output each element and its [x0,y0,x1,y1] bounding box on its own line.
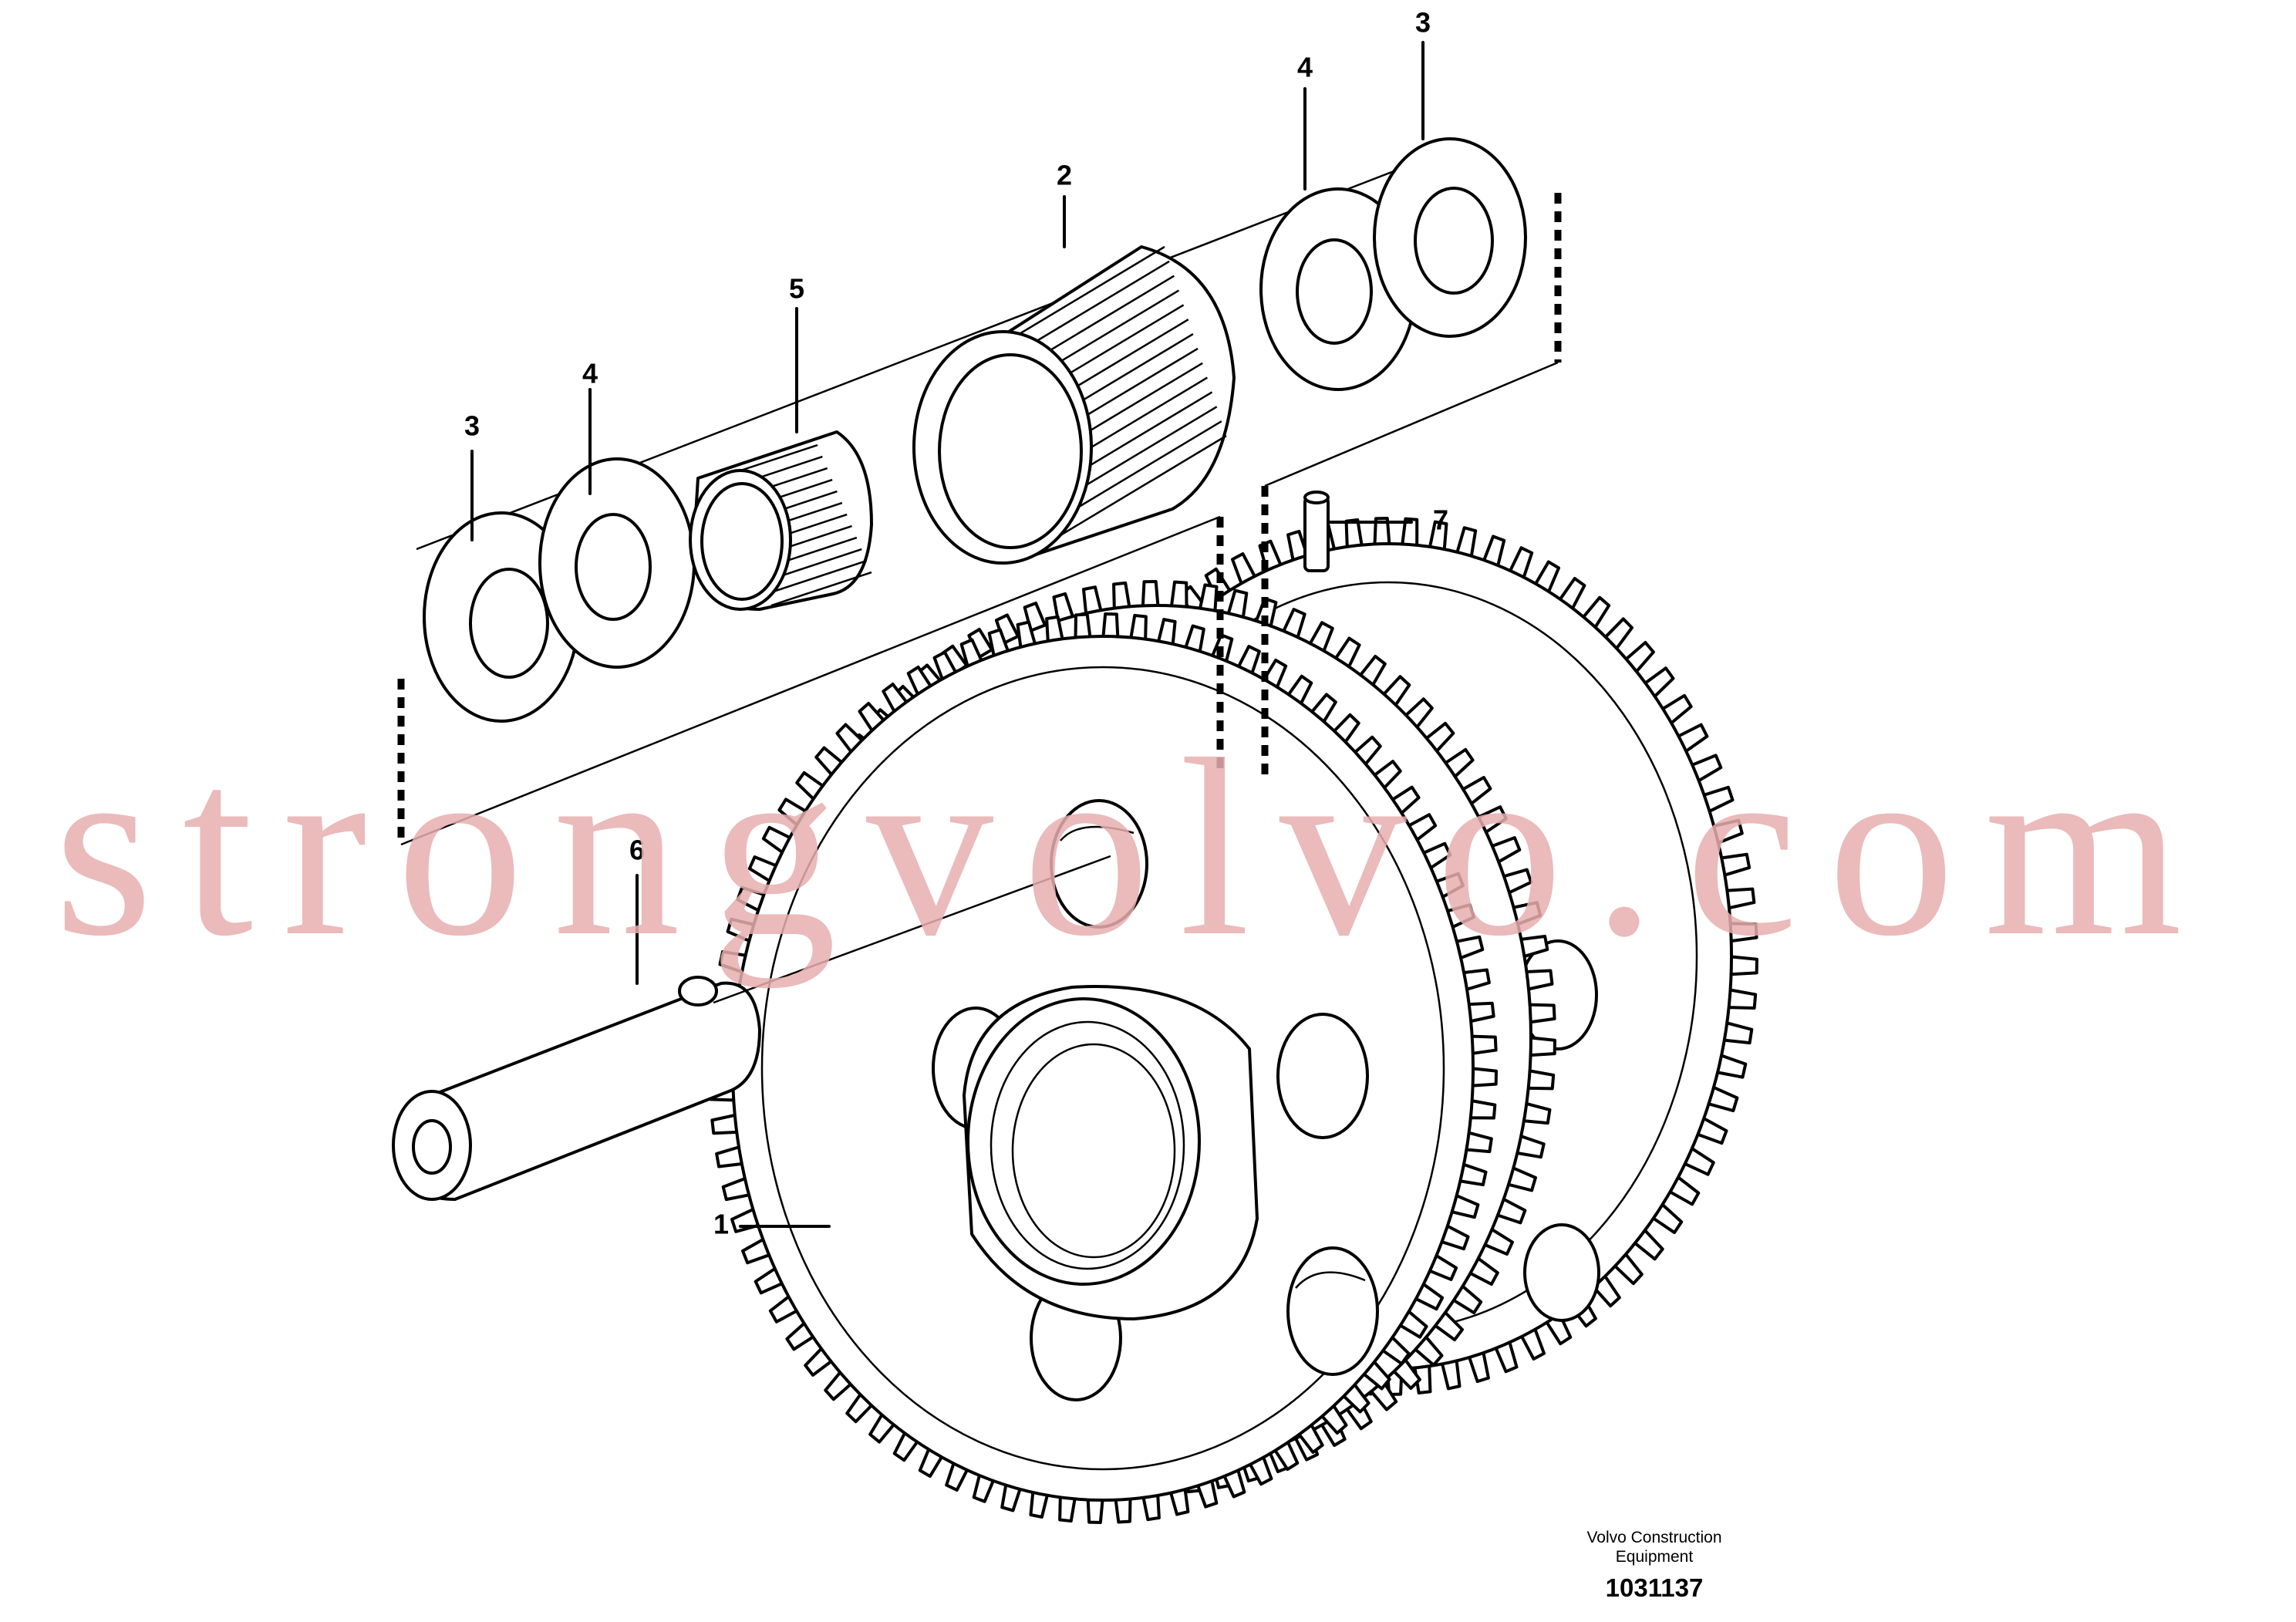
front-gear [708,612,1498,1524]
callout-4: 4 [582,358,598,389]
company-name-line1: Volvo Construction [1586,1529,1721,1546]
connector-lines [397,193,1562,846]
front-gear-hub [963,985,1259,1320]
front-gear-rim [760,666,1445,1471]
assembly-axis-lower [713,855,1111,1004]
spline-ridge [770,571,872,607]
washer-4-left [538,457,696,669]
callout-5: 5 [789,273,804,305]
spline-ridge [766,559,868,595]
callouts: 3 4 5 2 4 3 6 7 1 [464,7,1448,1240]
rear-gear-hole [1523,1223,1600,1322]
callout-1: 1 [713,1209,729,1240]
leader-lines [470,41,1424,1228]
callout-2: 2 [1057,160,1072,191]
company-name-line2: Equipment [1616,1548,1694,1566]
pin-7 [1303,491,1330,572]
shaft-6 [392,976,761,1201]
reference-block: Volvo Construction Equipment 1031137 [1586,1529,1721,1602]
watermark-text: strongvolvo.com [54,707,2211,989]
washer-3-right [1373,137,1527,338]
callout-6: 6 [629,835,645,866]
figure-number: 1031137 [1606,1573,1704,1602]
callout-3: 3 [464,410,480,442]
splined-sleeve-5 [689,430,873,611]
callout-7: 7 [1433,504,1448,536]
spline-ridge [1033,434,1227,553]
callout-3: 3 [1415,7,1431,39]
callout-4: 4 [1297,52,1313,83]
hub-gear-2 [912,245,1236,565]
